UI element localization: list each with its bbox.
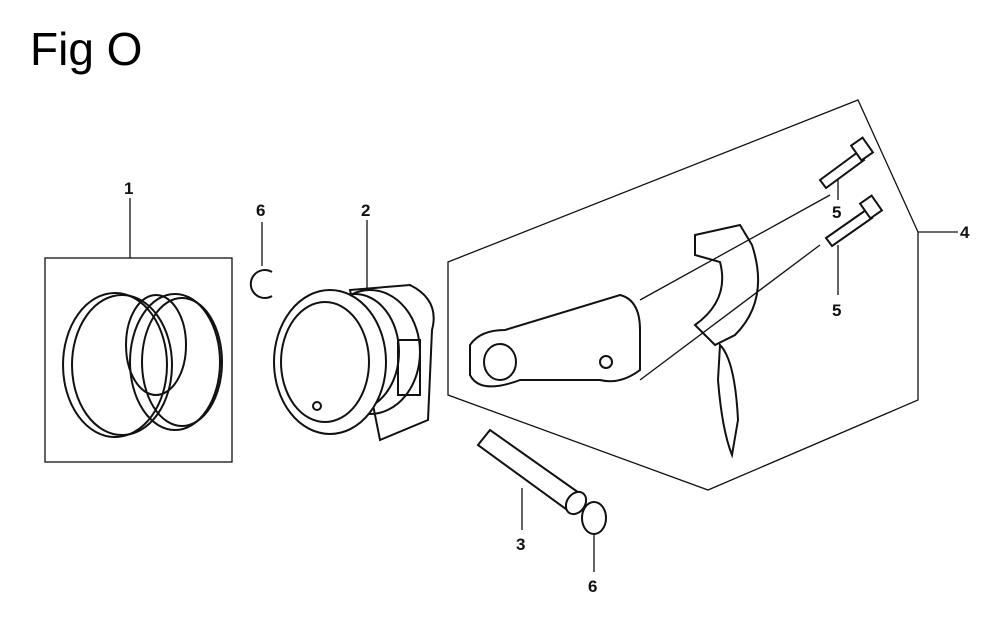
piston-rings-part (44, 198, 233, 463)
callout-4: 4 (960, 223, 970, 242)
callout-2: 2 (361, 201, 370, 220)
figure-title: Fig O (30, 23, 143, 75)
clip-upper-part (249, 222, 273, 299)
callout-6-upper: 6 (256, 201, 265, 220)
clip-lower-part (581, 501, 607, 572)
callout-5-upper: 5 (832, 203, 841, 222)
piston-part (273, 220, 435, 442)
bolt-lower-part (824, 194, 884, 295)
callout-1: 1 (124, 179, 133, 198)
callout-6-lower: 6 (588, 577, 597, 596)
bolt-upper-part (818, 136, 875, 200)
callout-3: 3 (516, 535, 525, 554)
piston-pin-part (476, 428, 588, 530)
callout-5-lower: 5 (832, 301, 841, 320)
connecting-rod-set-part (447, 99, 958, 491)
